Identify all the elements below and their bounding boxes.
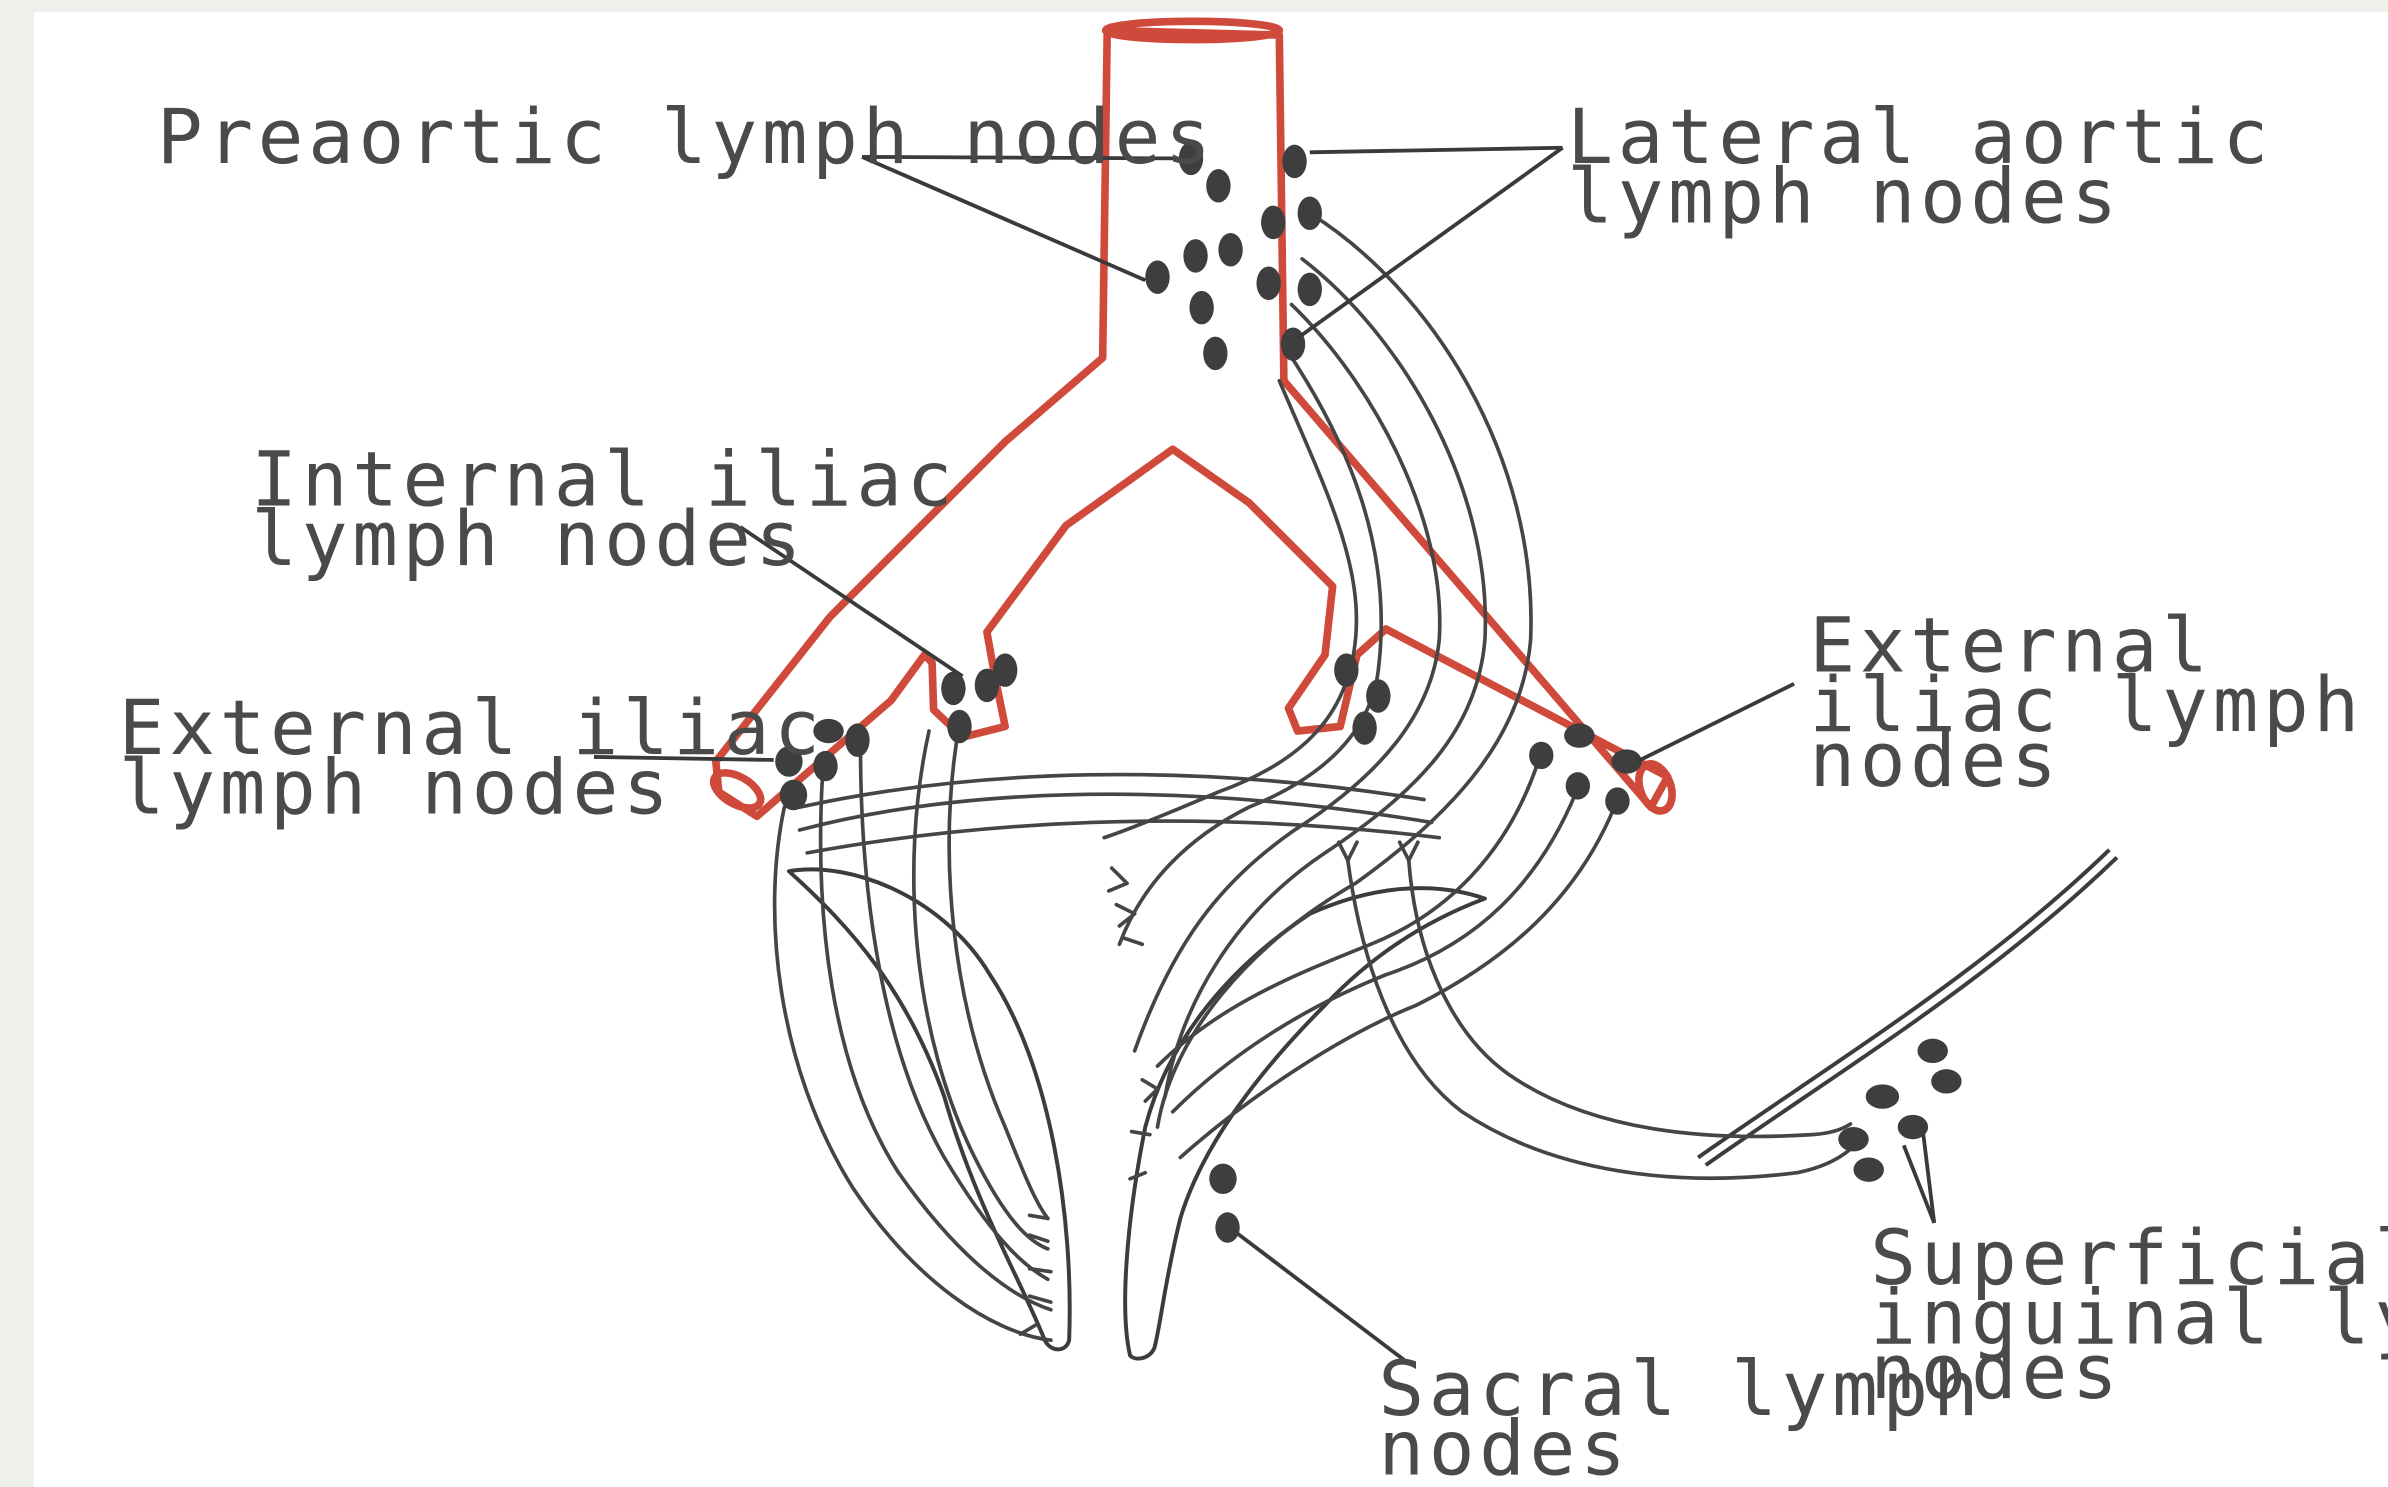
lymph-vessel [1348,860,1861,1178]
sacral-node [1209,1164,1236,1194]
preaortic-node [1183,239,1207,273]
internal-iliac-node [1334,653,1358,687]
lymph-vessel [1119,350,1381,944]
lymph-vessel [1135,305,1440,1051]
preaortic-node [1218,233,1242,267]
leader-lateral-aortic [1298,148,1563,338]
inguinal-ligament [1698,850,2109,1158]
label-lateral-aortic: Lateral aortic lymph nodes [1567,92,2323,240]
lymph-vessel [1180,807,1614,1157]
right-pelvic-organ [1125,888,1485,1358]
internal-iliac-node [1352,711,1376,745]
sacral-node [1215,1212,1239,1242]
superficial-inguinal-node [1917,1039,1947,1063]
lymph-vessel [1157,762,1538,1067]
internal-iliac-node [993,653,1017,687]
lateral-aortic-node [1281,327,1305,361]
superficial-inguinal-node [1853,1157,1883,1181]
preaortic-node [1145,260,1169,294]
external-iliac-node [1564,723,1594,747]
lateral-aortic-node [1261,206,1285,240]
lateral-aortic-node [1298,273,1322,307]
lateral-aortic-node [1298,196,1322,230]
leader-superficial-inguinal [1904,1124,1934,1223]
lymph-vessel [1165,259,1485,1097]
lymph-nodes [775,142,1961,1243]
label-external-iliac-right: External iliac lymph nodes [1809,601,2388,804]
superficial-inguinal-node [1866,1084,1900,1108]
internal-iliac-node [947,710,971,744]
lymphatic-vessels [775,213,1861,1340]
external-iliac-node [1529,742,1553,769]
external-iliac-node [1605,787,1629,814]
labels: Preaortic lymph nodes Lateral aortic lym… [119,92,2388,1487]
lymph-vessel [800,775,1424,808]
label-internal-iliac: Internal iliac lymph nodes [251,435,1007,583]
lateral-aortic-node [1256,267,1280,301]
lymph-vessel [1173,792,1577,1112]
label-preaortic: Preaortic lymph nodes [157,92,1216,181]
label-sacral: Sacral lymph nodes [1378,1344,2033,1487]
preaortic-node [1189,291,1213,325]
preaortic-node [1203,337,1227,371]
superficial-inguinal-node [1931,1069,1961,1093]
left-external-iliac-end [708,766,767,816]
lateral-aortic-node [1282,145,1306,179]
external-iliac-node [780,780,807,810]
lymph-vessel [914,731,1048,1249]
internal-iliac-node [1366,679,1390,713]
lymph-vessel [821,777,1051,1310]
superficial-inguinal-node [1838,1127,1868,1151]
external-iliac-node [1566,772,1590,799]
lymph-vessel [807,821,1439,853]
leader-external-iliac-right [1637,684,1794,762]
leader-sacral [1234,1231,1405,1360]
